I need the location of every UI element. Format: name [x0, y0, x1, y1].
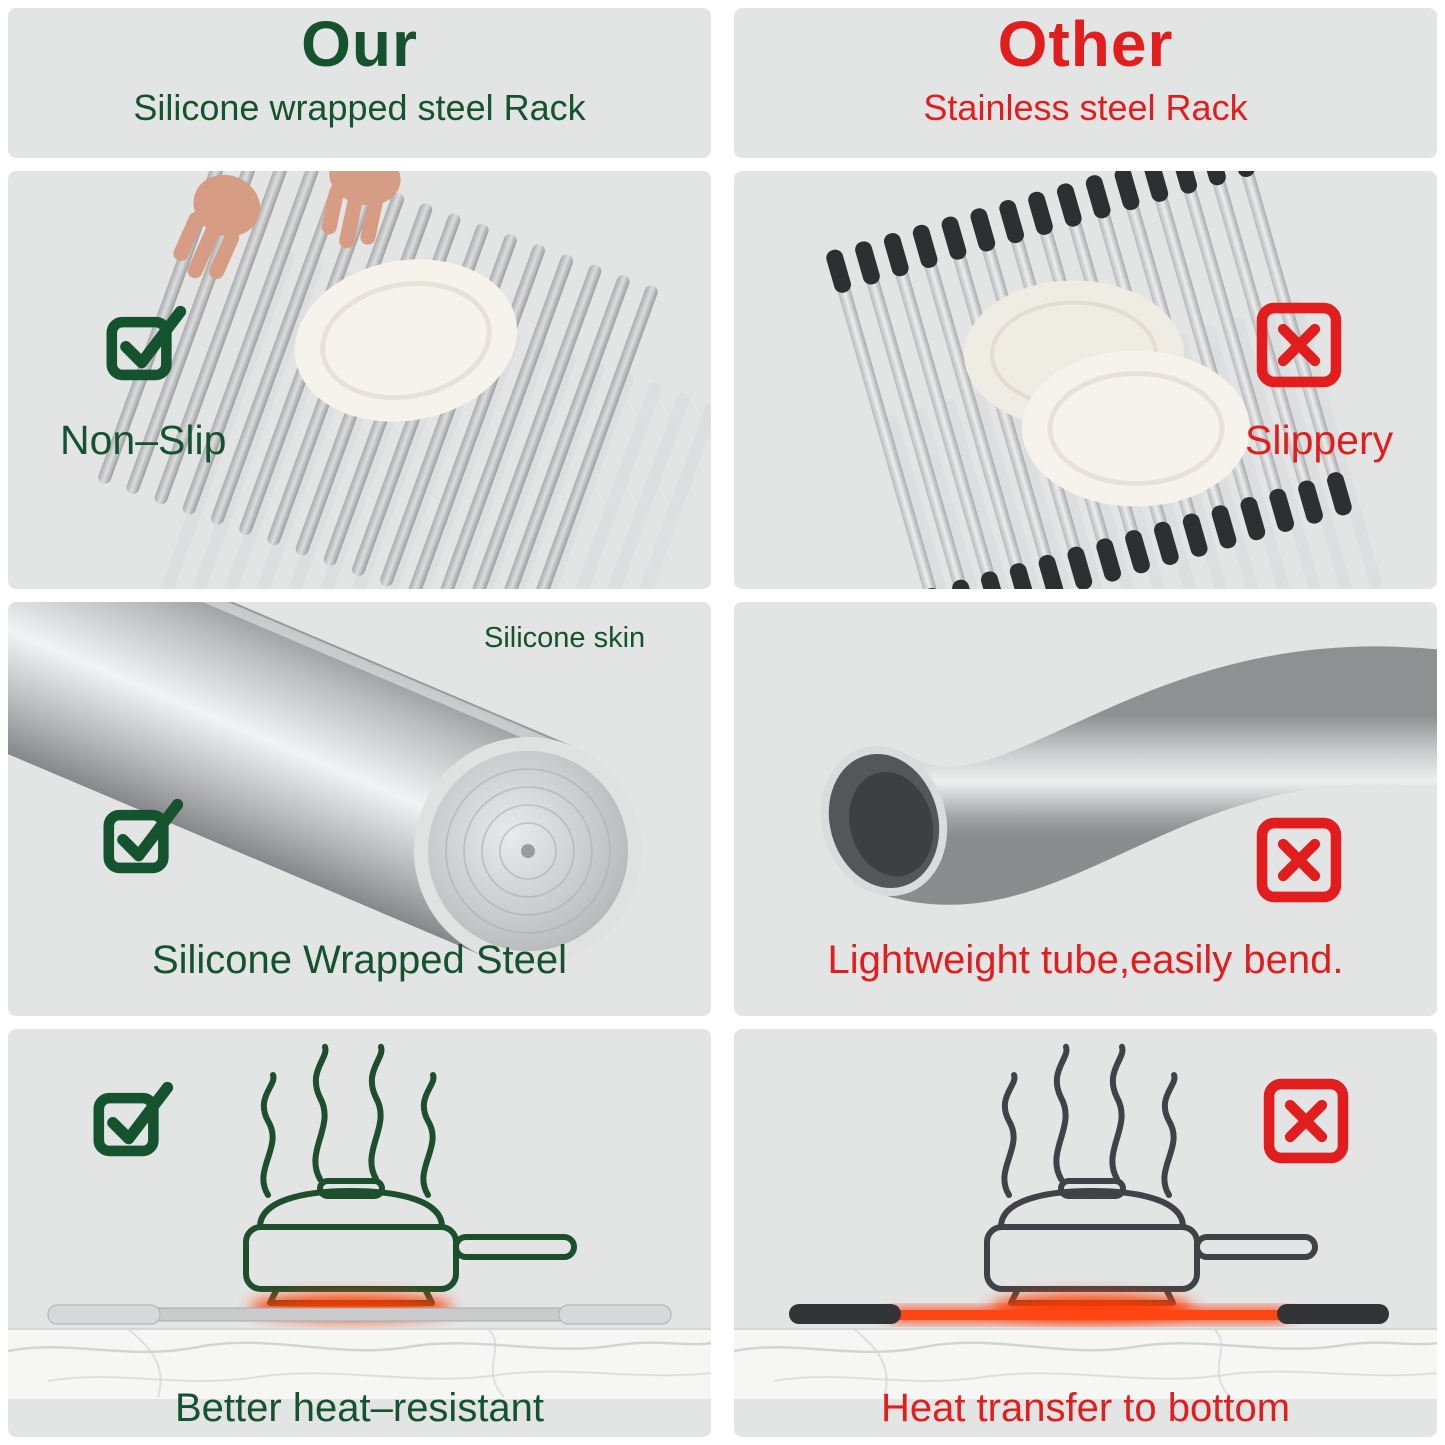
other-header-panel: Other Stainless steel Rack: [734, 8, 1437, 158]
our-header-panel: Our Silicone wrapped steel Rack: [8, 8, 711, 158]
steel-rack-photo: [824, 171, 1383, 589]
heat-demo-illustration: [734, 1029, 1437, 1399]
wrapped-steel-label: Silicone Wrapped Steel: [151, 938, 568, 982]
check-icon: [103, 798, 184, 874]
silicone-rack-photo: [96, 171, 711, 589]
cross-icon: [1256, 817, 1342, 903]
wrapped-rod-closeup: [8, 602, 642, 965]
other-tube-panel: Lightweight tube,easily bend.: [734, 602, 1437, 1016]
steel-rod-hot: [789, 1304, 1389, 1324]
rod-end-cap: [414, 737, 642, 965]
check-icon: [93, 1081, 174, 1157]
our-title: Our: [301, 8, 418, 80]
cross-icon: [1256, 302, 1342, 388]
lightweight-tube-label: Lightweight tube,easily bend.: [827, 938, 1344, 982]
silicone-rod: [47, 1304, 672, 1325]
marble-countertop: [734, 1328, 1437, 1399]
other-heat-panel: Heat transfer to bottom: [734, 1029, 1437, 1437]
silicone-skin-annotation: Silicone skin: [484, 622, 646, 654]
tube-body: [854, 646, 1437, 905]
check-icon: [106, 305, 187, 381]
our-subtitle: Silicone wrapped steel Rack: [133, 87, 586, 129]
tube-opening: [820, 745, 948, 897]
our-heat-panel: Better heat–resistant: [8, 1029, 711, 1437]
slippery-label: Slippery: [1245, 417, 1394, 463]
cross-icon: [1263, 1078, 1349, 1164]
plates: [964, 280, 1250, 507]
hands: [173, 171, 401, 280]
plate: [294, 259, 518, 422]
pan-line-art: [243, 1047, 577, 1306]
our-rod-panel: Silicone skin Silicone Wrapped Steel: [8, 602, 711, 1016]
other-slippery-panel: Slippery: [734, 171, 1437, 589]
our-nonslip-panel: Non–Slip: [8, 171, 711, 589]
heat-demo-illustration: [8, 1029, 711, 1399]
other-title: Other: [997, 8, 1174, 80]
marble-countertop: [8, 1328, 711, 1399]
nonslip-label: Non–Slip: [60, 417, 227, 463]
heat-transfer-label: Heat transfer to bottom: [880, 1386, 1291, 1430]
other-subtitle: Stainless steel Rack: [923, 87, 1248, 129]
heat-resistant-label: Better heat–resistant: [174, 1386, 545, 1430]
rod-body: [8, 602, 573, 956]
hollow-tube-closeup: [820, 646, 1437, 905]
